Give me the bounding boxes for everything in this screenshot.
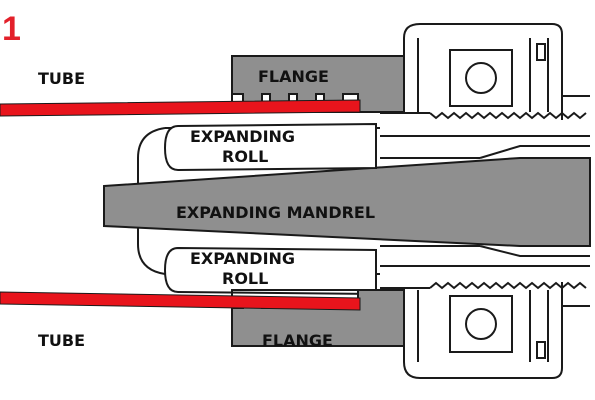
bearing-ball-top xyxy=(465,62,497,94)
label-roll-bottom-line1: EXPANDING xyxy=(190,249,295,268)
bearing-ball-bottom xyxy=(465,308,497,340)
label-tube-top: TUBE xyxy=(38,69,85,88)
label-flange-bottom: FLANGE xyxy=(262,331,333,350)
label-roll-top-line2: ROLL xyxy=(222,147,268,166)
label-flange-top: FLANGE xyxy=(258,67,329,86)
expanding-roll-bottom xyxy=(163,246,377,296)
label-mandrel: EXPANDING MANDREL xyxy=(176,203,375,222)
retaining-key-top xyxy=(536,43,546,61)
retaining-key-bottom xyxy=(536,341,546,359)
flange-top xyxy=(231,55,405,113)
tube-bottom xyxy=(0,291,361,311)
label-roll-bottom-line2: ROLL xyxy=(222,269,268,288)
expanding-roll-top xyxy=(163,122,377,172)
label-tube-bottom: TUBE xyxy=(38,331,85,350)
step-number: 1 xyxy=(2,10,21,48)
bearing-housing xyxy=(403,23,590,379)
expanding-mandrel xyxy=(103,157,591,247)
tube-top xyxy=(0,99,361,117)
label-roll-top-line1: EXPANDING xyxy=(190,127,295,146)
